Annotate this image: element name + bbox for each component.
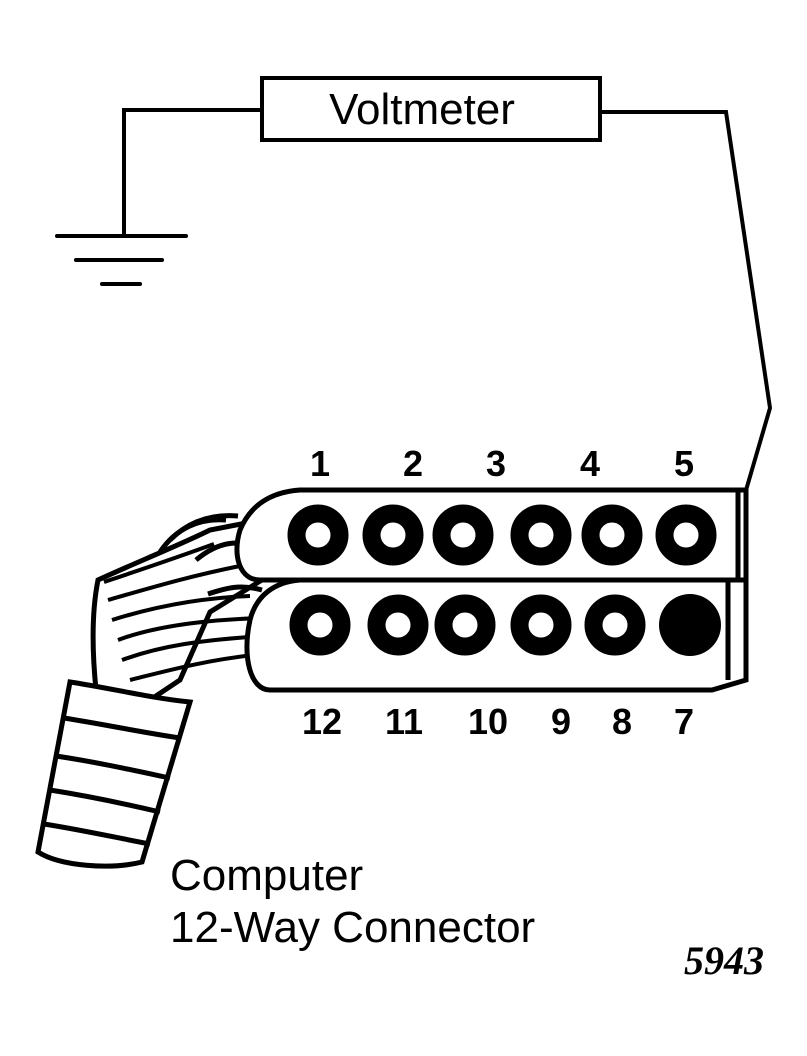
top-pin-row — [287, 504, 717, 566]
pin-11 — [367, 594, 429, 656]
cable-sheath — [35, 679, 194, 869]
pin-1 — [287, 504, 349, 566]
pin-label-8: 8 — [612, 701, 632, 742]
pin-4b — [581, 504, 643, 566]
bottom-pin-row — [289, 594, 721, 656]
pin-4 — [510, 504, 572, 566]
pin-label-5: 5 — [674, 443, 694, 484]
pin-label-3: 3 — [486, 443, 506, 484]
pin-label-7: 7 — [674, 701, 694, 742]
pin-3 — [432, 504, 494, 566]
pin-label-10: 10 — [468, 701, 508, 742]
top-pin-labels: 1 2 3 4 5 — [310, 443, 694, 484]
caption-line-1: Computer — [170, 851, 363, 900]
bottom-pin-labels: 12 11 10 9 8 7 — [302, 701, 694, 742]
pin-5 — [655, 504, 717, 566]
voltmeter: Voltmeter — [260, 76, 602, 142]
pin-2 — [362, 504, 424, 566]
pin-label-12: 12 — [302, 701, 342, 742]
pin-9 — [510, 594, 572, 656]
pin-12 — [289, 594, 351, 656]
pin-label-11: 11 — [385, 701, 423, 742]
pin-label-1: 1 — [310, 443, 330, 484]
pin-label-4: 4 — [580, 443, 600, 484]
pin-7-probed — [659, 594, 721, 656]
wire-harness — [90, 513, 273, 703]
voltmeter-label: Voltmeter — [329, 85, 515, 134]
ground-symbol-icon — [55, 234, 188, 286]
pin-10 — [434, 594, 496, 656]
caption-line-2: 12-Way Connector — [170, 903, 535, 952]
ground-wire — [122, 108, 264, 238]
pin-label-2: 2 — [403, 443, 423, 484]
pin-8 — [584, 594, 646, 656]
diagram-caption: Computer 12-Way Connector — [170, 851, 535, 952]
pin-label-9: 9 — [551, 701, 571, 742]
figure-number: 5943 — [684, 938, 764, 983]
